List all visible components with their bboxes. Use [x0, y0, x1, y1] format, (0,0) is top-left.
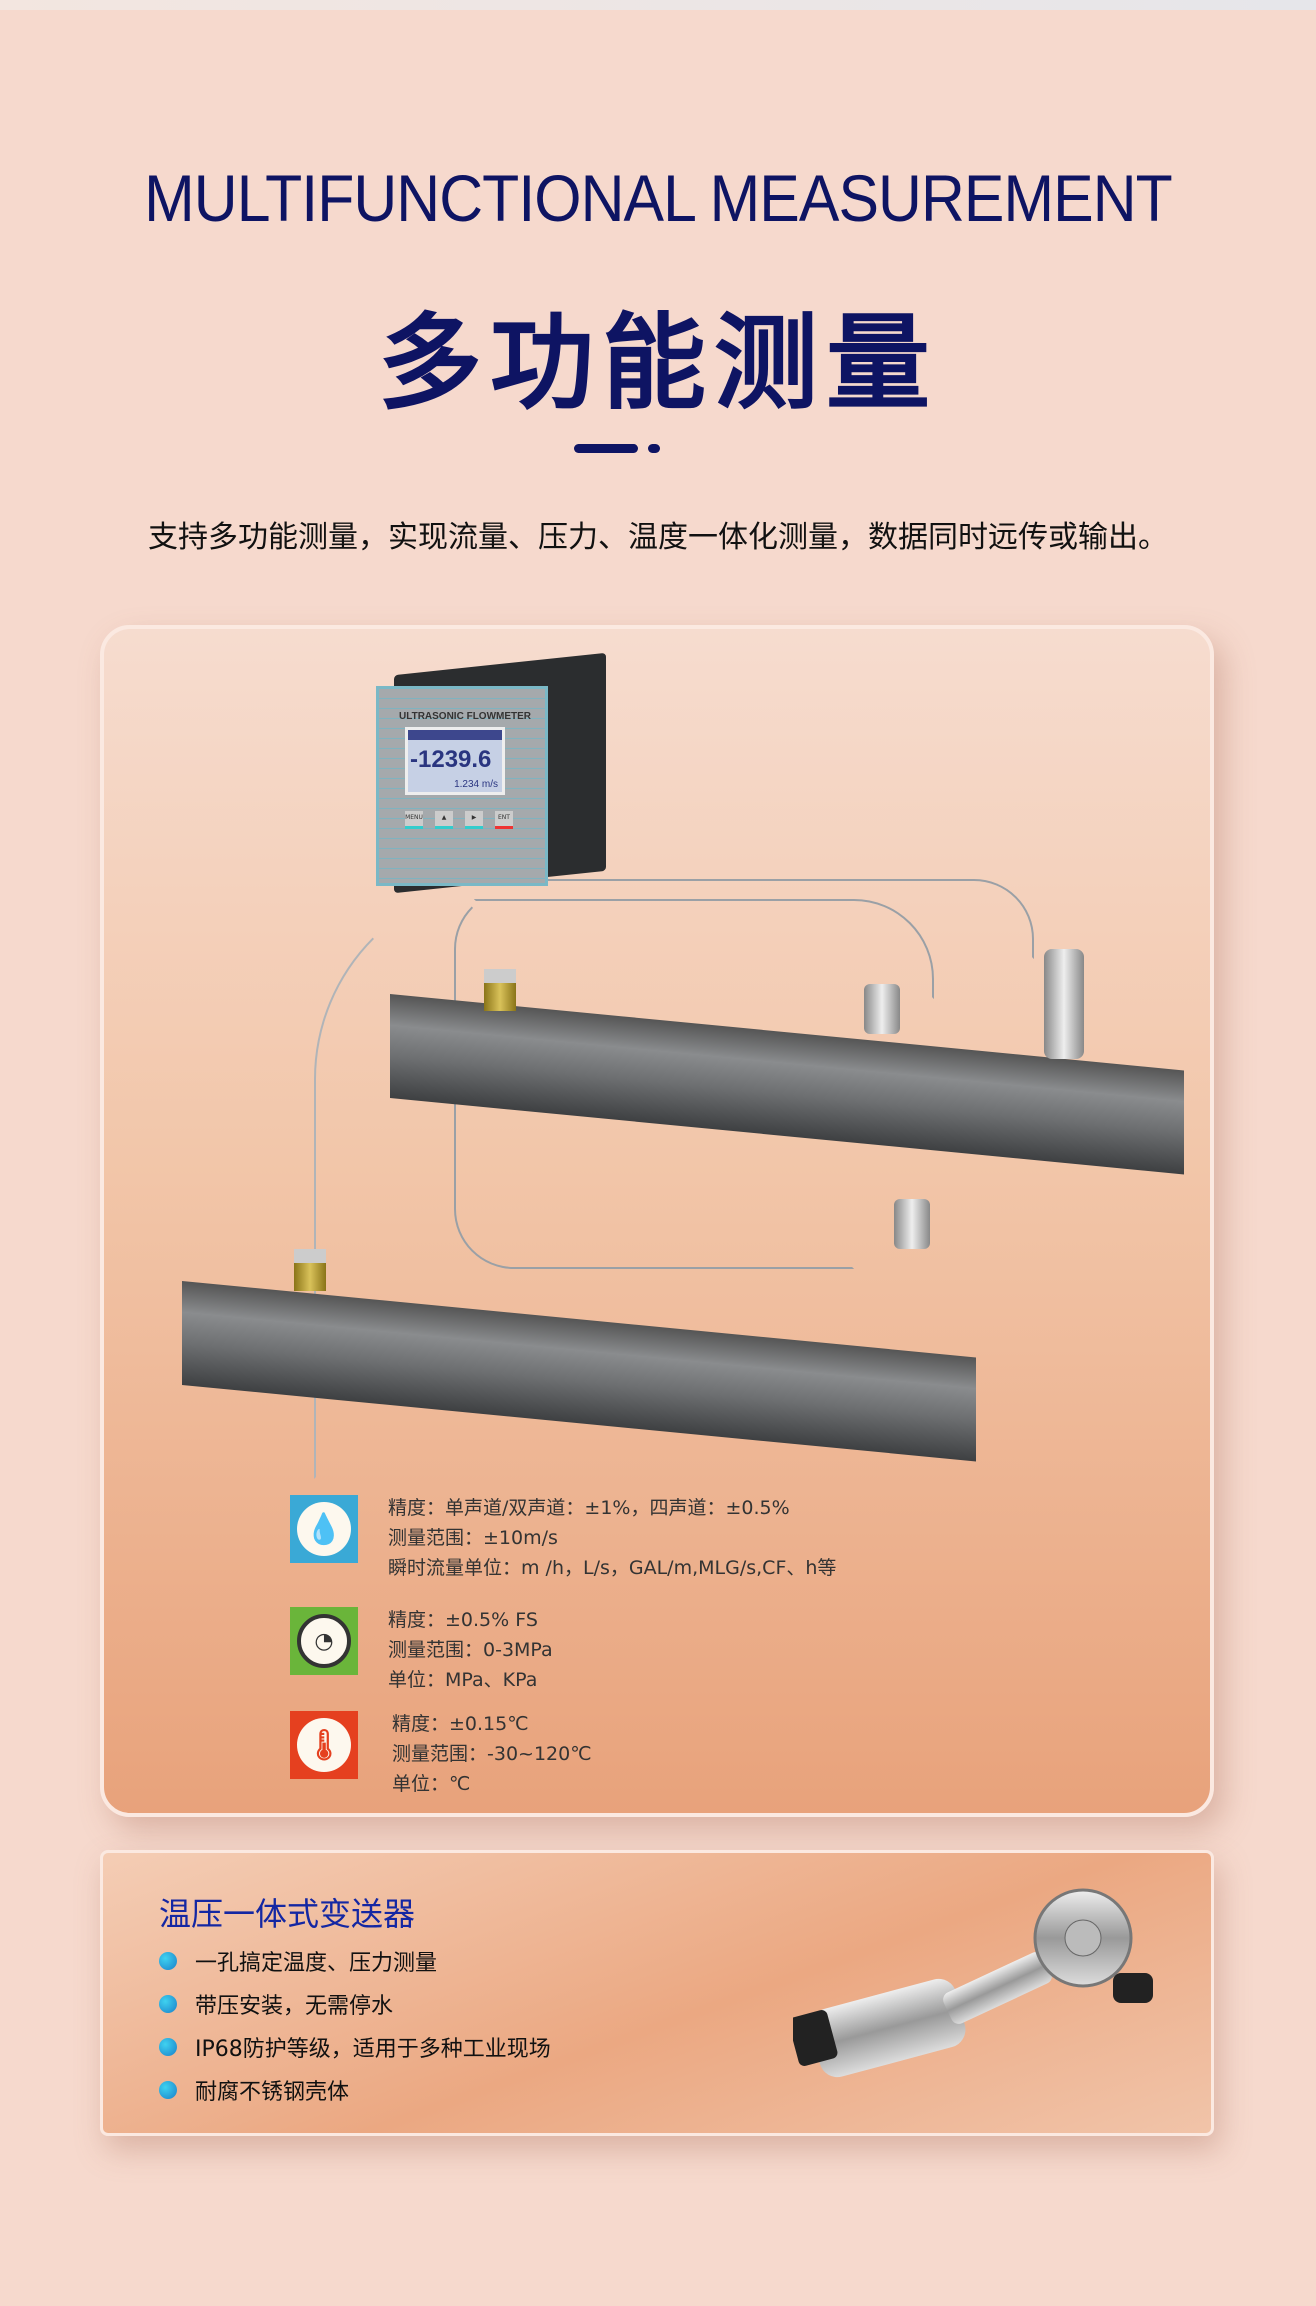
- transmitter-card: 温压一体式变送器 一孔搞定温度、压力测量 带压安装，无需停水 IP68防护等级，…: [100, 1850, 1214, 2136]
- lower-pipe: [182, 1281, 976, 1462]
- feature-item: IP68防护等级，适用于多种工业现场: [159, 2031, 551, 2063]
- enter-button: ENT: [495, 811, 513, 829]
- thermometer-icon: 🌡: [290, 1711, 358, 1779]
- cable: [314, 879, 514, 1479]
- transmitter-title: 温压一体式变送器: [159, 1895, 416, 1933]
- subtitle: 支持多功能测量，实现流量、压力、温度一体化测量，数据同时远传或输出。: [148, 520, 1168, 555]
- bullet-icon: [159, 2038, 177, 2056]
- menu-button: MENU: [405, 811, 423, 829]
- spec-line: 精度：±0.15℃: [392, 1713, 529, 1735]
- spec-line: 测量范围：±10m/s: [388, 1527, 558, 1549]
- water-drop-icon: 💧: [290, 1495, 358, 1563]
- bullet-icon: [159, 2081, 177, 2099]
- transmitter-product-image: [793, 1888, 1153, 2078]
- top-bar: [0, 0, 1316, 10]
- measurement-card: ULTRASONIC FLOWMETER -1239.6 1.234 m/s M…: [100, 625, 1214, 1817]
- right-button: ▶: [465, 811, 483, 829]
- meter-brand: ULTRASONIC FLOWMETER: [399, 711, 532, 722]
- title-divider-dot: [648, 444, 660, 453]
- pressure-sensor: [864, 984, 900, 1034]
- ultrasonic-sensor: [294, 1249, 326, 1291]
- spec-line: 瞬时流量单位：m /h，L/s，GAL/m,MLG/s,CF、h等: [388, 1557, 837, 1579]
- title-divider: [574, 444, 638, 453]
- up-button: ▲: [435, 811, 453, 829]
- feature-text: IP68防护等级，适用于多种工业现场: [195, 2037, 551, 2062]
- spec-line: 单位：℃: [392, 1773, 471, 1795]
- feature-text: 耐腐不锈钢壳体: [195, 2080, 350, 2105]
- feature-text: 一孔搞定温度、压力测量: [195, 1951, 438, 1976]
- ultrasonic-sensor: [484, 969, 516, 1011]
- velocity-reading: 1.234 m/s: [454, 779, 498, 790]
- spec-line: 测量范围：0-3MPa: [388, 1639, 553, 1661]
- english-title: MULTIFUNCTIONAL MEASUREMENT: [144, 161, 1173, 235]
- spec-line: 精度：单声道/双声道：±1%，四声道：±0.5%: [388, 1497, 790, 1519]
- feature-item: 一孔搞定温度、压力测量: [159, 1945, 437, 1977]
- feature-item: 带压安装，无需停水: [159, 1988, 393, 2020]
- chinese-title: 多功能测量: [377, 302, 938, 424]
- pressure-gauge-icon: ◔: [290, 1607, 358, 1675]
- spec-line: 单位：MPa、KPa: [388, 1669, 538, 1691]
- spec-line: 测量范围：-30~120℃: [392, 1743, 592, 1765]
- lcd-display: -1239.6 1.234 m/s: [405, 727, 505, 795]
- pressure-sensor: [894, 1199, 930, 1249]
- spec-line: 精度：±0.5% FS: [388, 1609, 538, 1631]
- bullet-icon: [159, 1995, 177, 2013]
- feature-item: 耐腐不锈钢壳体: [159, 2074, 349, 2106]
- bullet-icon: [159, 1952, 177, 1970]
- feature-text: 带压安装，无需停水: [195, 1994, 394, 2019]
- temp-pressure-transmitter: [1044, 949, 1084, 1059]
- flow-reading: -1239.6: [410, 746, 492, 773]
- flowmeter-device: ULTRASONIC FLOWMETER -1239.6 1.234 m/s M…: [376, 652, 606, 894]
